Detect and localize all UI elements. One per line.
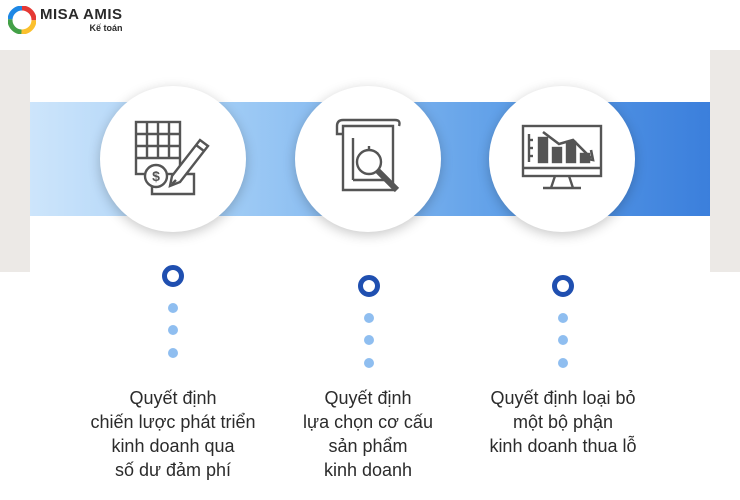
step-2-dot <box>364 358 374 368</box>
svg-text:$: $ <box>152 168 160 184</box>
step-3-dot <box>558 358 568 368</box>
step-1-circle: $ <box>100 86 246 232</box>
monitor-declining-chart-icon <box>521 124 603 190</box>
step-3-line: kinh doanh thua lỗ <box>489 436 637 456</box>
misa-logo-icon <box>8 6 36 34</box>
step-1-line: chiến lược phát triển <box>90 412 256 432</box>
step-2-line: lựa chọn cơ cấu <box>303 412 433 432</box>
spreadsheet-pen-dollar-icon: $ <box>134 120 210 196</box>
step-1-label: Quyết định chiến lược phát triển kinh do… <box>63 386 283 482</box>
step-3-marker <box>552 275 574 297</box>
step-1-dot <box>168 303 178 313</box>
step-3-line: Quyết định loại bỏ <box>490 388 636 408</box>
step-1-line: kinh doanh qua <box>111 436 235 456</box>
step-3-dot <box>558 313 568 323</box>
brand-subtitle: Kế toán <box>89 23 123 33</box>
brand-logo: MISA AMIS Kế toán <box>8 6 123 34</box>
step-2-dot <box>364 335 374 345</box>
step-2-line: sản phẩm <box>328 436 408 456</box>
step-3-label: Quyết định loại bỏ một bộ phận kinh doan… <box>453 386 673 458</box>
step-1-dot <box>168 325 178 335</box>
step-1-line: số dư đảm phí <box>114 460 232 480</box>
step-2-dot <box>364 313 374 323</box>
step-2-line: kinh doanh <box>323 460 413 480</box>
step-1-dot <box>168 348 178 358</box>
step-3-dot <box>558 335 568 345</box>
step-1-line: Quyết định <box>129 388 217 408</box>
chart-scroll-magnifier-icon <box>335 118 401 193</box>
brand-name: MISA AMIS <box>40 6 123 23</box>
step-2-circle <box>295 86 441 232</box>
step-3-circle <box>489 86 635 232</box>
step-2-label: Quyết định lựa chọn cơ cấu sản phẩm kinh… <box>258 386 478 482</box>
step-1-marker <box>162 265 184 287</box>
right-side-panel <box>710 50 740 272</box>
left-side-panel <box>0 50 30 272</box>
step-2-line: Quyết định <box>324 388 412 408</box>
step-3-line: một bộ phận <box>512 412 614 432</box>
step-2-marker <box>358 275 380 297</box>
